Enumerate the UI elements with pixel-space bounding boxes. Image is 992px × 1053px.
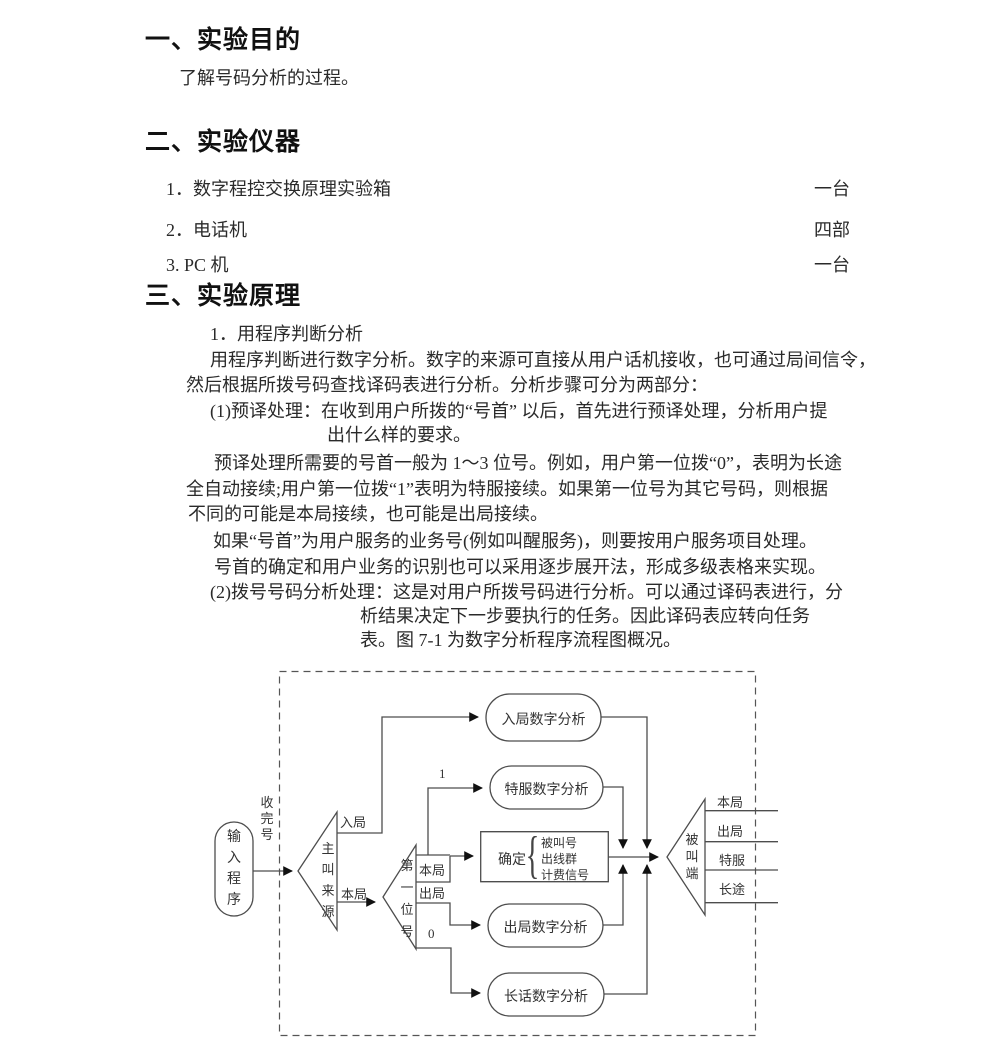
digit1-branch-line: [428, 783, 483, 855]
received-number-label: 收完号: [260, 795, 274, 842]
equipment-item: 1．数字程控交换原理实验箱: [166, 179, 391, 199]
determine-item: 出线群: [541, 852, 578, 866]
special-analysis-node: [490, 766, 603, 809]
first-digit-triangle: [383, 845, 416, 949]
toll-analysis-label: 长话数字分析: [504, 990, 588, 1005]
toll-out-line: [602, 864, 652, 994]
principle-line: 1．用程序判断分析: [210, 324, 363, 344]
local-branch-label: 本局: [341, 887, 368, 902]
section2-heading: 二、实验仪器: [145, 129, 302, 156]
branch-outgoing-join-line: [416, 856, 450, 882]
principle-line: 预译处理所需要的号首一般为 1～3 位号。例如，用户第一位拨“0”，表明为长途: [214, 453, 842, 473]
out-label-local: 本局: [717, 795, 744, 810]
principle-line: 用程序判断进行数字分析。数字的来源可直接从用户话机接收，也可通过局间信令，: [210, 350, 876, 370]
section3-heading: 三、实验原理: [145, 283, 302, 310]
principle-line: 表。图 7-1 为数字分析程序流程图概况。: [360, 630, 681, 650]
digit-0-label: 0: [428, 926, 435, 941]
purpose-text: 了解号码分析的过程。: [179, 68, 359, 88]
outgoing-analysis-label: 出局数字分析: [503, 921, 588, 936]
incoming-analysis-node: [486, 694, 601, 741]
out-label-outgoing: 出局: [717, 824, 744, 839]
equipment-qty: 一台: [814, 179, 850, 199]
equipment-item: 2．电话机: [166, 220, 247, 240]
out-label-toll: 长途: [719, 882, 746, 897]
principle-line: 然后根据所拨号码查找译码表进行分析。分析步骤可分为两部分：: [186, 375, 708, 395]
equipment-qty: 四部: [814, 220, 850, 240]
called-end-triangle: [667, 799, 705, 915]
caller-source-triangle: [298, 812, 337, 930]
called-end-label: 被叫端: [685, 832, 699, 881]
section1-heading: 一、实验目的: [145, 27, 302, 54]
brace-glyph: {: [525, 827, 540, 884]
digit-1-label: 1: [439, 766, 446, 781]
branch-outgoing-label: 出局: [419, 886, 446, 901]
incoming-branch-label: 入局: [340, 815, 367, 830]
incoming-analysis-label: 入局数字分析: [501, 713, 586, 728]
input-program-node: [215, 822, 253, 916]
toll-analysis-node: [488, 973, 604, 1016]
incoming-out-line: [601, 717, 652, 849]
principle-line: 出什么样的要求。: [327, 425, 471, 445]
digit0-branch-line: [416, 948, 481, 998]
outgoing-out-line: [601, 864, 628, 925]
principle-line: 号首的确定和用户业务的识别也可以采用逐步展开法，形成多级表格来实现。: [214, 557, 826, 577]
principle-line: (2)拨号号码分析处理：这是对用户所拨号码进行分析。可以通过译码表进行，分: [210, 582, 843, 602]
special-out-line: [602, 787, 628, 849]
out-label-special: 特服: [719, 853, 746, 868]
equipment-qty: 一台: [814, 255, 850, 275]
determine-item: 计费信号: [541, 868, 590, 882]
determine-box: [481, 832, 609, 882]
caller-source-label: 主叫来源: [321, 841, 335, 919]
principle-line: 全自动接续;用户第一位拨“1”表明为特服接续。如果第一位号为其它号码，则根据: [186, 479, 828, 499]
equipment-item: 3. PC 机: [166, 255, 229, 275]
first-digit-label: 第一位号: [400, 858, 414, 939]
principle-line: 不同的可能是本局接续，也可能是出局接续。: [188, 504, 548, 524]
outgoing-branch-line: [416, 903, 481, 930]
input-program-label: 输入程序: [227, 830, 241, 908]
principle-line: 如果“号首”为用户服务的业务号(例如叫醒服务)，则要按用户服务项目处理。: [213, 531, 817, 551]
determine-label: 确定: [498, 853, 526, 868]
special-analysis-label: 特服数字分析: [504, 783, 589, 798]
outgoing-analysis-node: [488, 904, 603, 947]
determine-item: 被叫号: [541, 836, 578, 850]
principle-line: (1)预译处理：在收到用户所拨的“号首” 以后，首先进行预译处理，分析用户提: [210, 401, 828, 421]
principle-line: 析结果决定下一步要执行的任务。因此译码表应转向任务: [360, 606, 810, 626]
incoming-branch-line: [337, 712, 479, 833]
branch-local-label: 本局: [419, 863, 446, 878]
